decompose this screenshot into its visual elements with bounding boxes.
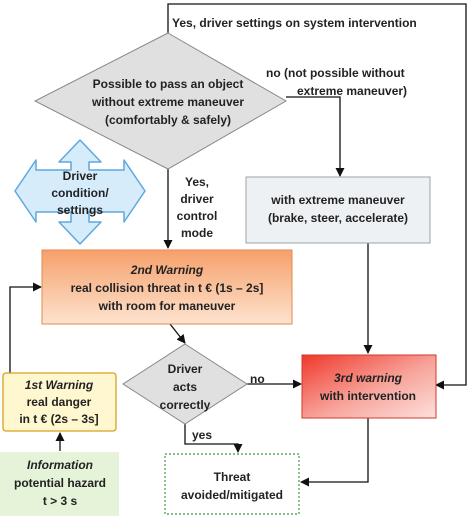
second-warning-line2: with room for maneuver <box>98 299 236 313</box>
second-warning-title: 2nd Warning <box>130 263 204 277</box>
second-warning-box: 2nd Warning real collision threat in t €… <box>41 249 293 325</box>
first-warning-line2: in t € (2s – 3s] <box>19 412 98 426</box>
connector-yes-acts-to-threat <box>184 422 243 453</box>
label-yes-mode-line2: driver <box>180 192 214 206</box>
threat-line2: avoided/mitigated <box>181 488 283 502</box>
decision-pass-line1: Possible to pass an object <box>93 77 244 91</box>
label-yes-mode-line4: mode <box>181 226 213 240</box>
information-line2: t > 3 s <box>43 494 78 508</box>
four-way-arrow-icon <box>14 139 146 245</box>
third-warning-title: 3rd warning <box>334 371 403 385</box>
driver-condition-line2: condition/ <box>51 186 109 200</box>
extreme-maneuver-box: with extreme maneuver (brake, steer, acc… <box>245 176 431 244</box>
connector-yes-system-intervention <box>167 3 467 390</box>
second-warning-line1: real collision threat in t € (1s – 2s] <box>71 281 264 295</box>
label-no-pass-line2: extreme maneuver) <box>297 84 407 98</box>
first-warning-title: 1st Warning <box>25 378 94 392</box>
information-box: Information potential hazard t > 3 s <box>0 452 119 516</box>
connector-second-warning-to-decision <box>169 323 186 344</box>
label-no-acts: no <box>250 372 265 386</box>
information-title: Information <box>27 458 93 472</box>
extreme-maneuver-line1: with extreme maneuver <box>270 193 405 207</box>
decision-driver-line2: acts <box>173 380 197 394</box>
label-yes-mode-line3: control <box>177 209 218 223</box>
label-yes-system-intervention: Yes, driver settings on system intervent… <box>172 16 417 30</box>
connector-no-pass-to-extreme <box>286 96 345 177</box>
label-no-pass-line1: no (not possible without <box>266 66 405 80</box>
driver-condition-line1: Driver <box>63 169 98 183</box>
label-yes-mode-line1: Yes, <box>185 175 209 189</box>
decision-pass-object-shape <box>33 32 288 170</box>
decision-driver-line1: Driver <box>168 362 203 376</box>
decision-driver-line3: correctly <box>160 398 211 412</box>
label-yes-acts: yes <box>192 428 212 442</box>
connector-first-warning-to-second-warning <box>9 282 42 403</box>
third-warning-line1: with intervention <box>319 389 416 403</box>
information-line1: potential hazard <box>14 476 106 490</box>
decision-driver-acts-shape <box>122 343 248 425</box>
driver-condition-line3: settings <box>57 203 103 217</box>
connector-third-warning-to-threat <box>300 418 369 487</box>
driver-condition-settings: Driver condition/ settings <box>14 139 146 245</box>
decision-pass-object: Possible to pass an object without extre… <box>33 32 288 170</box>
first-warning-box: 1st Warning real danger in t € (2s – 3s] <box>2 372 117 432</box>
threat-avoided-box: Threat avoided/mitigated <box>164 453 300 515</box>
decision-driver-acts: Driver acts correctly <box>122 343 248 425</box>
third-warning-box: 3rd warning with intervention <box>301 354 437 419</box>
decision-pass-line2: without extreme maneuver <box>91 95 244 109</box>
extreme-maneuver-line2: (brake, steer, accelerate) <box>268 211 408 225</box>
first-warning-line1: real danger <box>27 395 92 409</box>
threat-line1: Threat <box>214 470 251 484</box>
decision-pass-line3: (comfortably & safely) <box>105 113 231 127</box>
